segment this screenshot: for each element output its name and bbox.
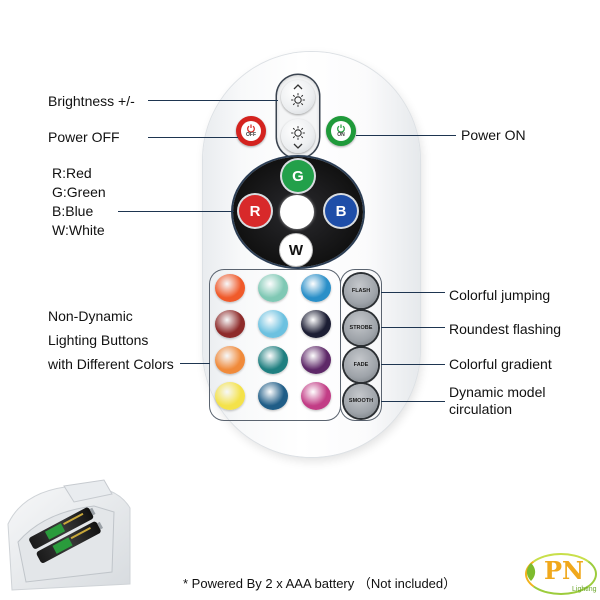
- power-off-label: Power OFF: [48, 129, 120, 145]
- brightness-rocker: [277, 75, 319, 158]
- non-dynamic-label-line2: Lighting Buttons: [48, 332, 149, 348]
- colorful-gradient-label: Colorful gradient: [449, 356, 552, 372]
- blue-button[interactable]: B: [325, 195, 357, 227]
- white-center-button[interactable]: [280, 195, 314, 229]
- non-dynamic-leader: [180, 363, 210, 364]
- color-swatch-button[interactable]: [215, 274, 245, 302]
- color-key-green: G:Green: [52, 184, 106, 200]
- dynamic-model-label-line1: Dynamic model: [449, 384, 546, 400]
- color-button-cluster: G R B W: [233, 157, 363, 267]
- non-dynamic-label-line1: Non-Dynamic: [48, 308, 133, 324]
- non-dynamic-label-line3: with Different Colors: [48, 356, 174, 372]
- brightness-up-button[interactable]: [281, 80, 315, 114]
- brightness-label: Brightness +/-: [48, 93, 135, 109]
- color-swatch-button[interactable]: [258, 382, 288, 410]
- leaf-icon: [526, 563, 536, 581]
- red-button[interactable]: R: [239, 195, 271, 227]
- green-button[interactable]: G: [282, 160, 314, 192]
- power-off-button[interactable]: OFF: [236, 116, 266, 146]
- strobe-button[interactable]: STROBE: [344, 311, 378, 345]
- fade-button[interactable]: FADE: [344, 348, 378, 382]
- flash-button[interactable]: FLASH: [344, 274, 378, 308]
- smooth-leader: [381, 401, 445, 402]
- color-swatch-button[interactable]: [301, 346, 331, 374]
- color-swatch-button[interactable]: [258, 346, 288, 374]
- brand-logo-subtext: Lighting: [572, 586, 597, 593]
- dynamic-mode-panel: FLASH STROBE FADE SMOOTH: [341, 270, 381, 420]
- smooth-button[interactable]: SMOOTH: [344, 384, 378, 418]
- power-icon: [247, 124, 255, 133]
- colorful-jumping-label: Colorful jumping: [449, 287, 551, 303]
- color-key-white: W:White: [52, 222, 105, 238]
- power-off-leader: [148, 137, 238, 138]
- power-icon: [337, 124, 345, 133]
- power-on-button[interactable]: ON: [326, 116, 356, 146]
- color-swatch-button[interactable]: [258, 310, 288, 338]
- strobe-leader: [381, 327, 445, 328]
- battery-footnote: * Powered By 2 x AAA battery （Not includ…: [183, 576, 457, 591]
- power-on-leader: [356, 135, 456, 136]
- color-swatch-panel: [210, 270, 340, 420]
- dynamic-model-label-line2: circulation: [449, 401, 513, 417]
- color-swatch-button[interactable]: [215, 310, 245, 338]
- white-button[interactable]: W: [280, 234, 312, 266]
- color-swatch-button[interactable]: [258, 274, 288, 302]
- color-swatch-button[interactable]: [215, 346, 245, 374]
- color-key-blue: B:Blue: [52, 203, 94, 219]
- flash-leader: [381, 292, 445, 293]
- brightness-up-icon: [291, 84, 305, 107]
- brightness-down-button[interactable]: [281, 119, 315, 153]
- roundest-flashing-label: Roundest flashing: [449, 321, 562, 337]
- brightness-down-icon: [291, 126, 305, 149]
- color-key-leader: [118, 211, 234, 212]
- color-key-red: R:Red: [52, 165, 92, 181]
- battery-compartment-image: [7, 479, 131, 591]
- power-off-text: OFF: [246, 132, 256, 138]
- power-on-label: Power ON: [461, 127, 526, 143]
- color-swatch-button[interactable]: [301, 274, 331, 302]
- power-on-text: ON: [337, 132, 345, 138]
- color-swatch-button[interactable]: [301, 310, 331, 338]
- brand-logo-text: PN: [544, 556, 584, 585]
- brand-logo-ring: [525, 553, 597, 595]
- brightness-leader: [148, 100, 278, 101]
- battery-compartment-photo: [4, 472, 134, 592]
- fade-leader: [381, 364, 445, 365]
- color-swatch-button[interactable]: [301, 382, 331, 410]
- color-swatch-button[interactable]: [215, 382, 245, 410]
